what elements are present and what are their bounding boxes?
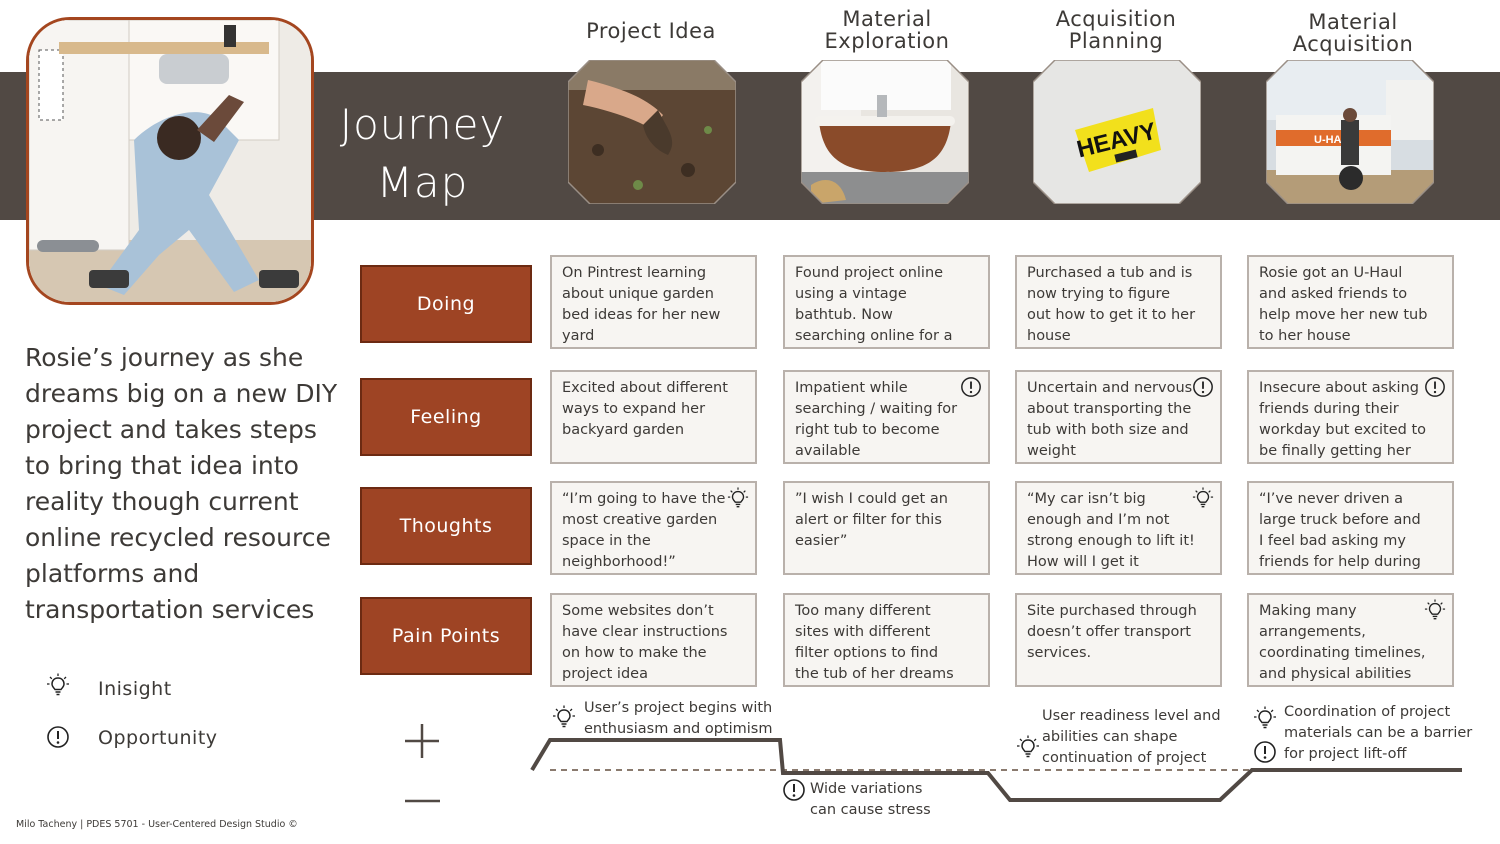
stage-label-material-acquisition: Material Acquisition — [1292, 10, 1414, 56]
journey-cell: Purchased a tub and is now trying to fig… — [1015, 255, 1222, 349]
stage-label-acquisition-planning: Acquisition Planning — [1055, 7, 1177, 53]
insight-icon — [47, 673, 69, 696]
journey-cell-text: “My car isn’t big enough and I’m not str… — [1027, 491, 1195, 570]
curve-note: Coordination of project materials can be… — [1284, 704, 1473, 762]
journey-cell-text: Purchased a tub and is now trying to fig… — [1027, 265, 1196, 344]
curve-note: Wide variations can cause stress — [810, 781, 931, 818]
insight-icon — [1424, 599, 1446, 621]
journey-cell-text: Found project online using a vintage bat… — [795, 265, 953, 344]
journey-cell: Too many different sites with different … — [783, 593, 990, 687]
legend-insight-label: Inisight — [98, 678, 172, 700]
insight-icon — [1016, 735, 1040, 759]
journey-cell-text: Excited about different ways to expand h… — [562, 380, 728, 438]
journey-cell: Rosie got an U-Haul and asked friends to… — [1247, 255, 1454, 349]
journey-cell: Making many arrangements, coordinating t… — [1247, 593, 1454, 687]
stage-image-hands-in-soil — [568, 60, 736, 204]
opportunity-icon — [1424, 376, 1446, 398]
row-label-feeling: Feeling — [360, 378, 532, 456]
journey-cell-text: Impatient while searching / waiting for … — [795, 380, 958, 459]
stage-image-u-haul-trailer: U-HAUL — [1266, 60, 1434, 204]
opportunity-icon — [960, 376, 982, 398]
legend-opportunity-label: Opportunity — [98, 727, 218, 749]
stage-image-heavy-sticker: HEAVY — [1033, 60, 1201, 204]
journey-cell-text: Rosie got an U-Haul and asked friends to… — [1259, 265, 1428, 344]
journey-cell: “My car isn’t big enough and I’m not str… — [1015, 481, 1222, 575]
insight-icon — [1253, 706, 1277, 730]
journey-cell-text: Uncertain and nervous about transporting… — [1027, 380, 1193, 459]
stage-label-material-exploration: Material Exploration — [824, 7, 950, 53]
journey-cell: Excited about different ways to expand h… — [550, 370, 757, 464]
hero-photo — [26, 17, 314, 305]
opportunity-icon — [47, 726, 69, 748]
journey-cell-text: Site purchased through doesn’t offer tra… — [1027, 603, 1197, 661]
journey-cell-text: On Pintrest learning about unique garden… — [562, 265, 721, 344]
journey-cell: “I’ve never driven a large truck before … — [1247, 481, 1454, 575]
row-label-pain-points: Pain Points — [360, 597, 532, 675]
footer-credit: Milo Tacheny | PDES 5701 - User-Centered… — [16, 819, 298, 830]
opportunity-icon — [1192, 376, 1214, 398]
journey-cell-text: Insecure about asking friends during the… — [1259, 380, 1427, 459]
page-title: Journey Map — [339, 100, 506, 207]
journey-cell-text: “I’ve never driven a large truck before … — [1259, 491, 1421, 570]
insight-icon — [727, 487, 749, 509]
journey-cell-text: Too many different sites with different … — [795, 603, 954, 682]
curve-note: User readiness level and abilities can s… — [1042, 708, 1221, 766]
opportunity-icon — [1253, 740, 1277, 764]
journey-cell: Site purchased through doesn’t offer tra… — [1015, 593, 1222, 687]
journey-cell-text: ”I wish I could get an alert or filter f… — [795, 491, 948, 549]
curve-note: User’s project begins with enthusiasm an… — [584, 700, 773, 737]
insight-icon — [552, 705, 576, 729]
journey-cell: Impatient while searching / waiting for … — [783, 370, 990, 464]
journey-cell-text: Making many arrangements, coordinating t… — [1259, 603, 1426, 682]
row-label-thoughts: Thoughts — [360, 487, 532, 565]
journey-cell: Found project online using a vintage bat… — [783, 255, 990, 349]
journey-cell: Uncertain and nervous about transporting… — [1015, 370, 1222, 464]
journey-cell: “I’m going to have the most creative gar… — [550, 481, 757, 575]
stage-label-project-idea: Project Idea — [586, 19, 716, 43]
emotion-axis — [405, 724, 440, 803]
stage-image-vintage-bathtub — [801, 60, 969, 204]
journey-cell-text: “I’m going to have the most creative gar… — [562, 491, 726, 570]
journey-description: Rosie’s journey as she dreams big on a n… — [25, 343, 338, 624]
journey-cell: On Pintrest learning about unique garden… — [550, 255, 757, 349]
journey-cell: ”I wish I could get an alert or filter f… — [783, 481, 990, 575]
row-label-doing: Doing — [360, 265, 532, 343]
journey-cell: Some websites don’t have clear instructi… — [550, 593, 757, 687]
journey-cell-text: Some websites don’t have clear instructi… — [562, 603, 728, 682]
insight-icon — [1192, 487, 1214, 509]
opportunity-icon — [782, 778, 806, 802]
journey-cell: Insecure about asking friends during the… — [1247, 370, 1454, 464]
emotion-curve-line — [530, 738, 1462, 802]
